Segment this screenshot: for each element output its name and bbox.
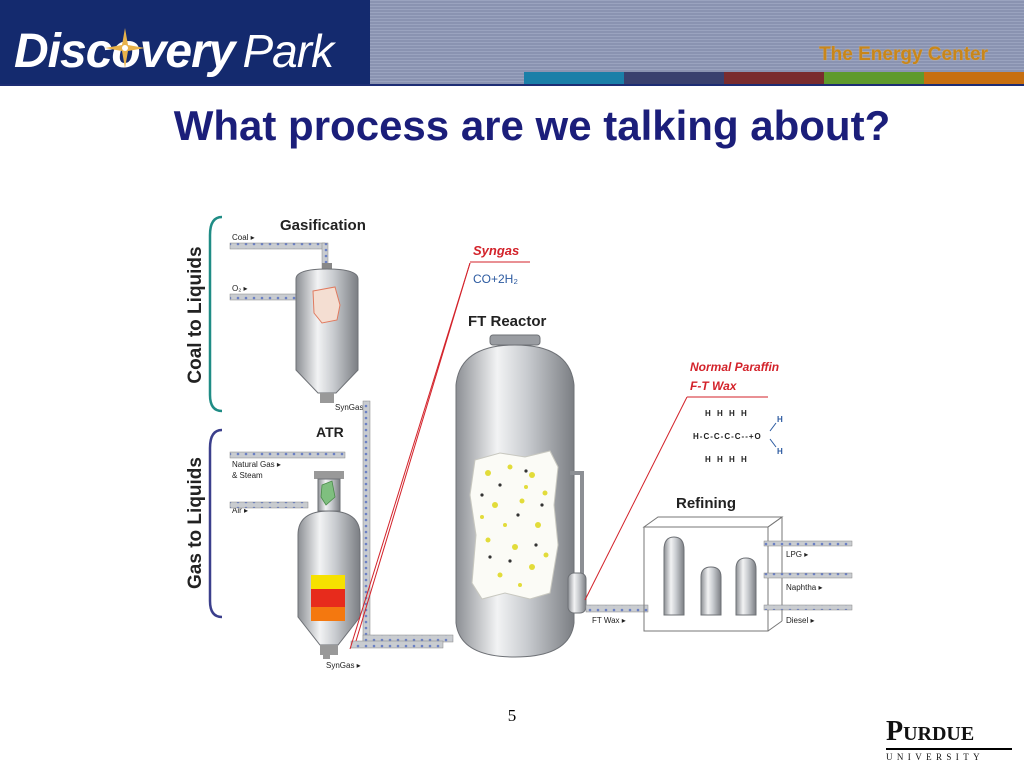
header-color-stripes xyxy=(524,72,1024,84)
o2-input-label: O₂ ▸ xyxy=(232,284,248,293)
atr-flame-orange xyxy=(311,607,345,621)
gasifier-flame xyxy=(312,286,341,324)
paraffin-callout-line xyxy=(584,396,688,601)
hydroxyl-h-bottom: H xyxy=(777,447,783,456)
naphtha-pipe xyxy=(763,572,853,579)
refinery-box xyxy=(642,516,784,632)
slide-title: What process are we talking about? xyxy=(173,102,891,149)
hydrocarbon-structure: H H H H H-C-C-C-C--+O H H H H H H xyxy=(693,409,783,464)
o2-pipe xyxy=(229,293,297,301)
slide-header: DiscoveryPark The Energy Center xyxy=(0,0,1024,86)
purdue-wordmark: Purdue xyxy=(886,716,975,747)
hydrocarbon-chain: H-C-C-C-C--+O xyxy=(693,432,762,441)
air-input-label: Air ▸ xyxy=(232,506,248,515)
purdue-university-word: UNIVERSITY xyxy=(886,752,984,762)
normal-paraffin-title: Normal Paraffin xyxy=(690,360,779,374)
lpg-label: LPG ▸ xyxy=(786,550,808,559)
coal-to-liquids-label: Coal to Liquids xyxy=(185,246,206,383)
stripe-blue xyxy=(524,72,624,84)
ft-reactor-label: FT Reactor xyxy=(468,313,547,330)
discovery-park-logo-text: DiscoveryPark xyxy=(14,25,334,77)
coal-pipe xyxy=(229,242,326,250)
ft-wax-pipe xyxy=(585,604,649,613)
gas-to-liquids-label: Gas to Liquids xyxy=(185,457,206,589)
ft-catalyst-bed xyxy=(469,450,559,600)
refinery-columns xyxy=(663,536,757,616)
syngas-bottom-label: SynGas ▸ xyxy=(326,661,361,670)
coal-to-liquids-bracket xyxy=(208,215,223,413)
hydrocarbon-top-h: H H H H xyxy=(705,409,749,418)
ctl-gtl-process-diagram: Coal to Liquids Gas to Liquids Gasificat… xyxy=(185,215,853,670)
atr-label: ATR xyxy=(316,424,344,440)
naphtha-label: Naphtha ▸ xyxy=(786,583,822,592)
coal-input-label: Coal ▸ xyxy=(232,233,255,242)
refining-label: Refining xyxy=(676,495,736,512)
syngas-callout-line-1 xyxy=(355,262,471,642)
natural-gas-input-label: Natural Gas ▸ xyxy=(232,460,281,469)
stripe-maroon xyxy=(724,72,824,84)
purdue-logo-rule xyxy=(886,748,1012,750)
ft-wax-title: F-T Wax xyxy=(690,379,738,393)
page-number: 5 xyxy=(507,706,517,725)
energy-center-label: The Energy Center xyxy=(819,44,988,65)
syngas-callout-line-2 xyxy=(349,262,471,650)
atr-syngas-pipe xyxy=(350,640,444,649)
diesel-pipe xyxy=(763,604,853,611)
gasifier-vessel xyxy=(295,263,359,403)
discovery-park-logo: DiscoveryPark xyxy=(0,0,370,86)
gas-to-liquids-bracket xyxy=(208,428,223,619)
header-divider xyxy=(0,84,1024,86)
air-pipe xyxy=(229,501,309,509)
ft-wax-label: FT Wax ▸ xyxy=(592,616,626,625)
compass-star-icon xyxy=(105,28,145,68)
stripe-green xyxy=(824,72,924,84)
syngas-title: Syngas xyxy=(473,243,519,258)
logo-park: Park xyxy=(242,25,334,77)
natural-gas-pipe xyxy=(229,451,346,459)
steam-input-label: & Steam xyxy=(232,471,263,480)
stripe-orange xyxy=(924,72,1024,84)
ft-catalyst-particles xyxy=(480,464,549,587)
hydroxyl-h-top: H xyxy=(777,415,783,424)
atr-vessel xyxy=(297,471,361,655)
atr-flame-yellow xyxy=(311,575,345,589)
atr-flame-red xyxy=(311,589,345,607)
gasification-label: Gasification xyxy=(280,217,366,234)
hydrocarbon-bottom-h: H H H H xyxy=(705,455,749,464)
diesel-label: Diesel ▸ xyxy=(786,616,814,625)
stripe-navy xyxy=(624,72,724,84)
purdue-university-logo: Purdue UNIVERSITY xyxy=(886,718,1012,762)
syngas-formula: CO+2H₂ xyxy=(473,272,518,286)
syngas-top-label: SynGas ▸ xyxy=(335,403,370,412)
lpg-pipe xyxy=(763,540,853,547)
ft-catalyst-dark-particles xyxy=(480,469,544,563)
